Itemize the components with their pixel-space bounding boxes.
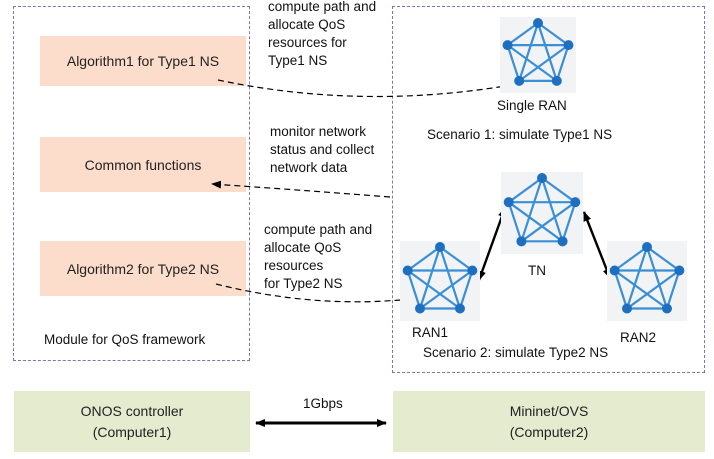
ran2-label: RAN2 (620, 330, 657, 345)
tn-ran2-link-arrow (582, 211, 612, 279)
network-node (674, 265, 685, 276)
type1-annotation: compute path and allocate QoS resources … (268, 0, 376, 70)
network-edge (506, 22, 539, 47)
network-edge (626, 269, 680, 310)
network-edge (506, 44, 558, 82)
annotation-line: network data (270, 160, 348, 175)
network-edge (406, 270, 422, 309)
network-edge (613, 270, 629, 309)
network-node (533, 18, 543, 28)
annotation-line: resources for (268, 35, 347, 50)
annotation-line: compute path and (268, 0, 377, 14)
annotation-line: allocate QoS (264, 240, 342, 255)
network-edge (439, 246, 473, 272)
network-node (563, 40, 574, 51)
network-node (502, 40, 513, 51)
network-edge (508, 201, 564, 243)
mininet-box: Mininet/OVS (Computer2) (393, 391, 705, 452)
network-node (415, 303, 426, 314)
link-speed-label: 1Gbps (303, 396, 343, 411)
network-edge (540, 177, 564, 242)
network-node (609, 265, 620, 276)
network-edge (561, 201, 577, 242)
tn-label: TN (528, 263, 546, 278)
scenario1-label: Scenario 1: simulate Type1 NS (427, 127, 613, 142)
module-footer-label: Module for QoS framework (44, 332, 206, 347)
network-edge (419, 269, 473, 310)
algorithm1-box: Algorithm1 for Type1 NS (40, 36, 246, 86)
algorithm2-box: Algorithm2 for Type2 NS (40, 241, 246, 296)
annotation-line: resources (264, 258, 324, 273)
annotation-line: status and collect (270, 142, 375, 157)
mininet-host: (Computer2) (509, 423, 589, 440)
network-node (661, 303, 672, 314)
network-edge (418, 246, 442, 309)
algorithm2-label: Algorithm2 for Type2 NS (66, 260, 220, 277)
network-node (454, 303, 465, 314)
qos-framework-module-panel (13, 6, 250, 361)
network-node (503, 197, 514, 208)
annotation-line: monitor network (270, 124, 367, 139)
network-edge (506, 44, 521, 82)
network-node (514, 75, 525, 86)
network-edge (555, 44, 570, 82)
network-edge (518, 22, 540, 82)
onos-controller-host: (Computer1) (92, 423, 172, 440)
network-edge (541, 177, 576, 204)
type2-annotation: compute path and allocate QoS resources … (264, 221, 372, 293)
annotation-line: for Type2 NS (264, 276, 343, 291)
network-node (537, 173, 547, 183)
network-edge (508, 177, 543, 204)
network-edge (614, 269, 668, 310)
network-edge (536, 22, 558, 82)
network-edge (646, 246, 680, 272)
network-node (435, 242, 445, 252)
network-edge (537, 22, 570, 47)
onos-controller-box: ONOS controller (Computer1) (14, 391, 250, 452)
network-node (516, 236, 527, 247)
annotation-line: allocate QoS (268, 17, 346, 32)
ran1-tn-link-arrow (477, 207, 507, 281)
monitor-dashed-arrow (211, 180, 391, 198)
tn-network-icon (501, 172, 583, 254)
network-node (570, 197, 581, 208)
network-edge (614, 246, 648, 272)
ran1-network-icon (400, 241, 480, 321)
network-node (557, 236, 568, 247)
network-edge (407, 269, 461, 310)
network-node (402, 265, 413, 276)
network-edge (625, 246, 649, 309)
network-edge (407, 246, 441, 272)
network-edge (665, 270, 681, 309)
network-edge (520, 201, 576, 243)
single-ran-label: Single RAN (497, 98, 567, 113)
network-edge (507, 201, 523, 242)
network-edge (518, 44, 570, 82)
scenario-panel (392, 6, 705, 373)
ran1-label: RAN1 (412, 325, 449, 340)
network-edge (645, 246, 669, 309)
ran2-network-icon (607, 241, 687, 321)
type1-dashed-arrow (217, 79, 529, 98)
algorithm1-label: Algorithm1 for Type1 NS (66, 53, 220, 69)
common-functions-label: Common functions (84, 156, 202, 173)
single-ran-network-icon (500, 17, 576, 93)
annotation-line: Type1 NS (268, 53, 328, 68)
type2-dashed-arrow (215, 283, 421, 304)
annotation-line: compute path and (264, 222, 373, 237)
mininet-title: Mininet/OVS (509, 402, 589, 419)
network-node (467, 265, 478, 276)
network-edge (458, 270, 474, 309)
onos-controller-title: ONOS controller (80, 402, 184, 419)
network-node (551, 75, 562, 86)
network-edge (438, 246, 462, 309)
network-node (642, 242, 652, 252)
monitor-annotation: monitor network status and collect netwo… (270, 123, 374, 177)
network-edge (520, 177, 544, 242)
network-node (622, 303, 633, 314)
scenario2-label: Scenario 2: simulate Type2 NS (423, 345, 609, 360)
